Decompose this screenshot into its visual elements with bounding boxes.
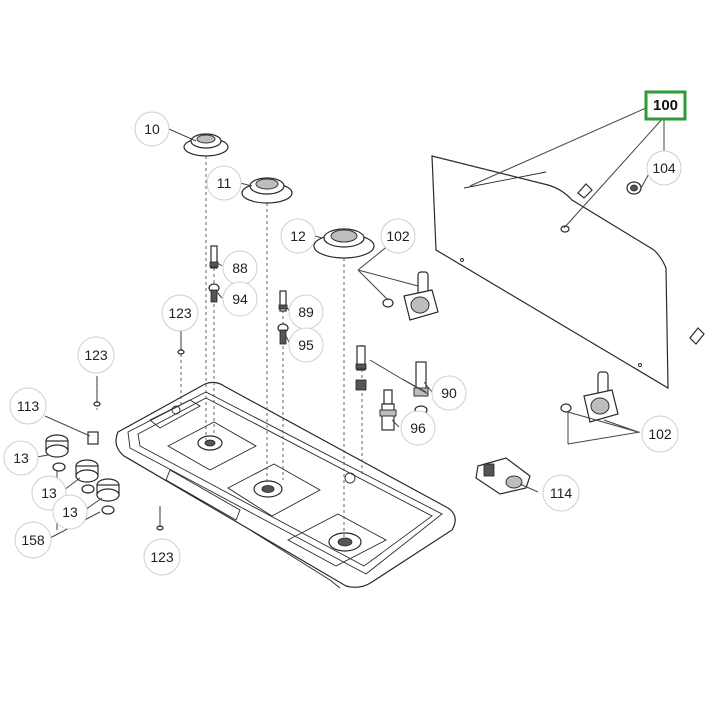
callout-123-lower-label: 123 (150, 549, 174, 565)
callout-96: 96 (400, 410, 436, 446)
lid-pin-upper (577, 183, 593, 199)
burner-socket-small (197, 435, 223, 451)
callout-13-c-label: 13 (62, 504, 78, 520)
burner-cap-medium (241, 177, 293, 204)
callout-113-label: 113 (17, 398, 40, 414)
callout-123-left-label: 123 (84, 347, 108, 363)
highlighted-part-100[interactable]: 100 (644, 90, 687, 121)
screw-123-lower (156, 506, 164, 531)
callout-102-upper-label: 102 (386, 228, 410, 244)
callout-89: 89 (288, 294, 324, 330)
igniter-114 (475, 457, 531, 495)
lid-pin-lower (689, 327, 705, 345)
callout-95-label: 95 (298, 337, 314, 353)
hinge-102-upper (382, 271, 439, 321)
callout-94: 94 (222, 281, 258, 317)
knob-spindle-113 (87, 431, 99, 445)
callout-10-label: 10 (144, 121, 160, 137)
callout-90-label: 90 (441, 385, 457, 401)
burner-socket-medium (253, 480, 283, 498)
burner-cap-large (313, 228, 375, 259)
hinge-102-lower (560, 371, 619, 423)
injector-89 (278, 290, 288, 312)
callout-114: 114 (542, 474, 580, 512)
callout-102-lower-label: 102 (648, 426, 672, 442)
leader-lines (36, 107, 665, 539)
callout-123-lower: 123 (143, 538, 181, 576)
knob-bezels (52, 462, 115, 515)
callout-11-label: 11 (217, 175, 232, 191)
callout-12: 12 (280, 218, 316, 254)
callout-104: 104 (646, 150, 682, 186)
callout-123-left: 123 (77, 336, 115, 374)
callout-13-a-label: 13 (13, 450, 29, 466)
hob-tray (115, 381, 456, 589)
glass-lid (431, 155, 669, 390)
callout-95: 95 (288, 327, 324, 363)
knob-a (45, 434, 69, 458)
screw-123-left (93, 376, 101, 407)
callout-89-label: 89 (298, 304, 314, 320)
burner-socket-large (328, 532, 362, 552)
callout-94-label: 94 (232, 291, 248, 307)
callout-88-label: 88 (232, 260, 248, 276)
callout-88: 88 (222, 250, 258, 286)
thermocouple-96 (379, 389, 397, 431)
callout-13-c: 13 (52, 494, 88, 530)
knob-b (75, 459, 99, 483)
callout-123-upper-label: 123 (168, 305, 192, 321)
lid-buffer-104 (626, 181, 642, 195)
callout-113: 113 (9, 387, 47, 425)
thermocouple-90 (413, 361, 429, 415)
injector-95 (277, 323, 289, 345)
callout-123-upper: 123 (161, 294, 199, 332)
callout-90: 90 (431, 375, 467, 411)
knob-c (96, 478, 120, 502)
injector-94 (208, 283, 220, 303)
callout-158-label: 158 (21, 532, 45, 548)
callout-12-label: 12 (290, 228, 306, 244)
injector-88 (209, 245, 219, 269)
callout-104-label: 104 (652, 160, 676, 176)
callout-114-label: 114 (550, 485, 573, 501)
callout-11: 11 (206, 165, 242, 201)
callout-13-b-label: 13 (41, 485, 57, 501)
callout-102-lower: 102 (641, 415, 679, 453)
highlighted-part-label: 100 (653, 97, 678, 114)
callout-96-label: 96 (410, 420, 426, 436)
screw-123-upper (177, 328, 185, 355)
burner-cap-small (183, 133, 229, 157)
callout-102-upper: 102 (380, 218, 416, 254)
callout-158: 158 (14, 521, 52, 559)
injector-tall (355, 345, 367, 391)
callout-10: 10 (134, 111, 170, 147)
callout-13-a: 13 (3, 440, 39, 476)
